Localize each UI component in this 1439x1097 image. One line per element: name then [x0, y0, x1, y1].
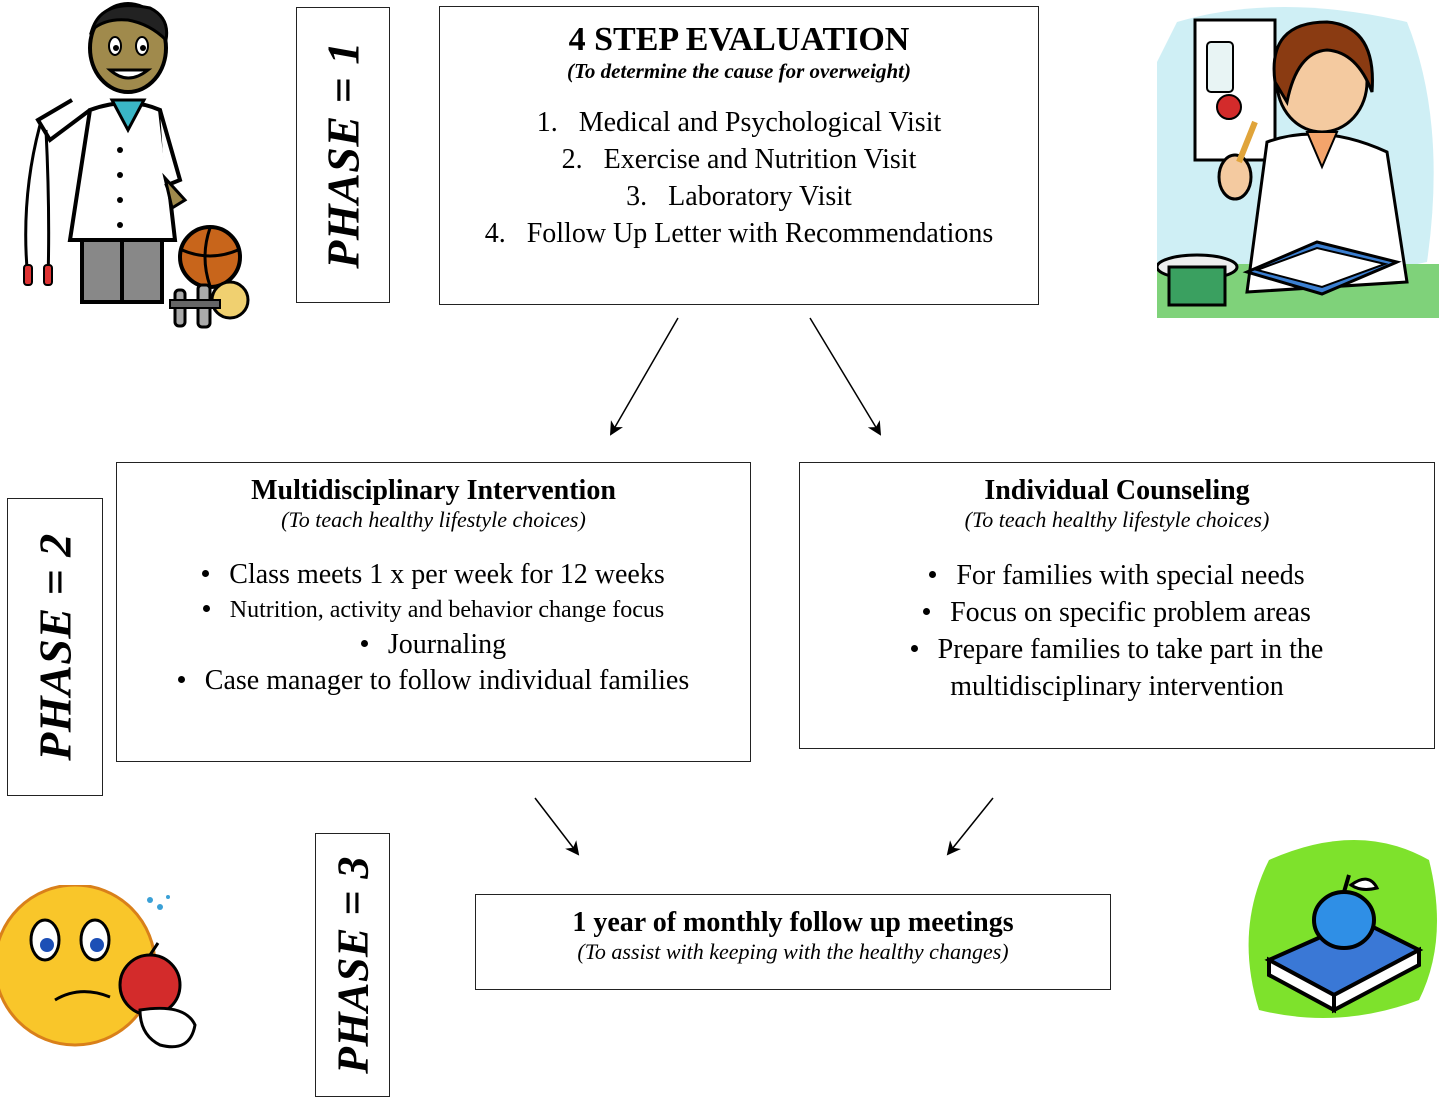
apple-on-book-icon [1248, 840, 1437, 1018]
list-item: For families with special needs [800, 557, 1434, 594]
list-item: multidisciplinary intervention [950, 671, 1284, 702]
evaluation-steps: 1. Medical and Psychological Visit 2. Ex… [440, 104, 1038, 252]
counseling-list: For families with special needs Focus on… [800, 557, 1434, 705]
evaluation-step: 1. Medical and Psychological Visit [536, 107, 942, 138]
evaluation-step: 4. Follow Up Letter with Recommendations [484, 218, 994, 249]
followup-subtitle: (To assist with keeping with the healthy… [577, 939, 1009, 964]
counseling-box: Individual Counseling (To teach healthy … [799, 462, 1435, 749]
list-item: Nutrition, activity and behavior change … [117, 593, 750, 627]
phase-2-label: PHASE = 2 [7, 498, 103, 796]
phase-3-label: PHASE = 3 [315, 833, 390, 1097]
evaluation-step: 2. Exercise and Nutrition Visit [561, 144, 917, 175]
counseling-subtitle: (To teach healthy lifestyle choices) [964, 507, 1270, 532]
multidisciplinary-title: Multidisciplinary Intervention [251, 475, 616, 506]
list-item: Case manager to follow individual famili… [117, 663, 750, 699]
evaluation-title: 4 STEP EVALUATION [568, 21, 910, 58]
list-item: Prepare families to take part in the [800, 631, 1434, 668]
evaluation-subtitle: (To determine the cause for overweight) [567, 59, 911, 83]
followup-box: 1 year of monthly follow up meetings (To… [475, 894, 1111, 990]
list-item: Class meets 1 x per week for 12 weeks [117, 557, 750, 593]
arrow-phase1-to-counseling [809, 317, 882, 436]
arrow-phase1-to-multidisciplinary [609, 317, 679, 436]
nutritionist-reading-icon [1157, 7, 1439, 318]
followup-title: 1 year of monthly follow up meetings [572, 907, 1014, 938]
multidisciplinary-box: Multidisciplinary Intervention (To teach… [116, 462, 751, 762]
list-item: Focus on specific problem areas [800, 594, 1434, 631]
multidisciplinary-subtitle: (To teach healthy lifestyle choices) [281, 507, 586, 532]
doctor-with-jump-rope-icon [23, 2, 250, 329]
list-item: Journaling [117, 627, 750, 663]
smiley-eating-apple-icon [0, 885, 197, 1049]
evaluation-box: 4 STEP EVALUATION (To determine the caus… [439, 6, 1039, 305]
counseling-title: Individual Counseling [984, 475, 1250, 506]
arrow-counseling-to-followup [946, 797, 994, 856]
evaluation-step: 3. Laboratory Visit [626, 181, 852, 212]
arrow-multidisciplinary-to-followup [534, 797, 580, 856]
phase-1-label: PHASE = 1 [296, 7, 390, 303]
multidisciplinary-list: Class meets 1 x per week for 12 weeks Nu… [117, 557, 750, 699]
